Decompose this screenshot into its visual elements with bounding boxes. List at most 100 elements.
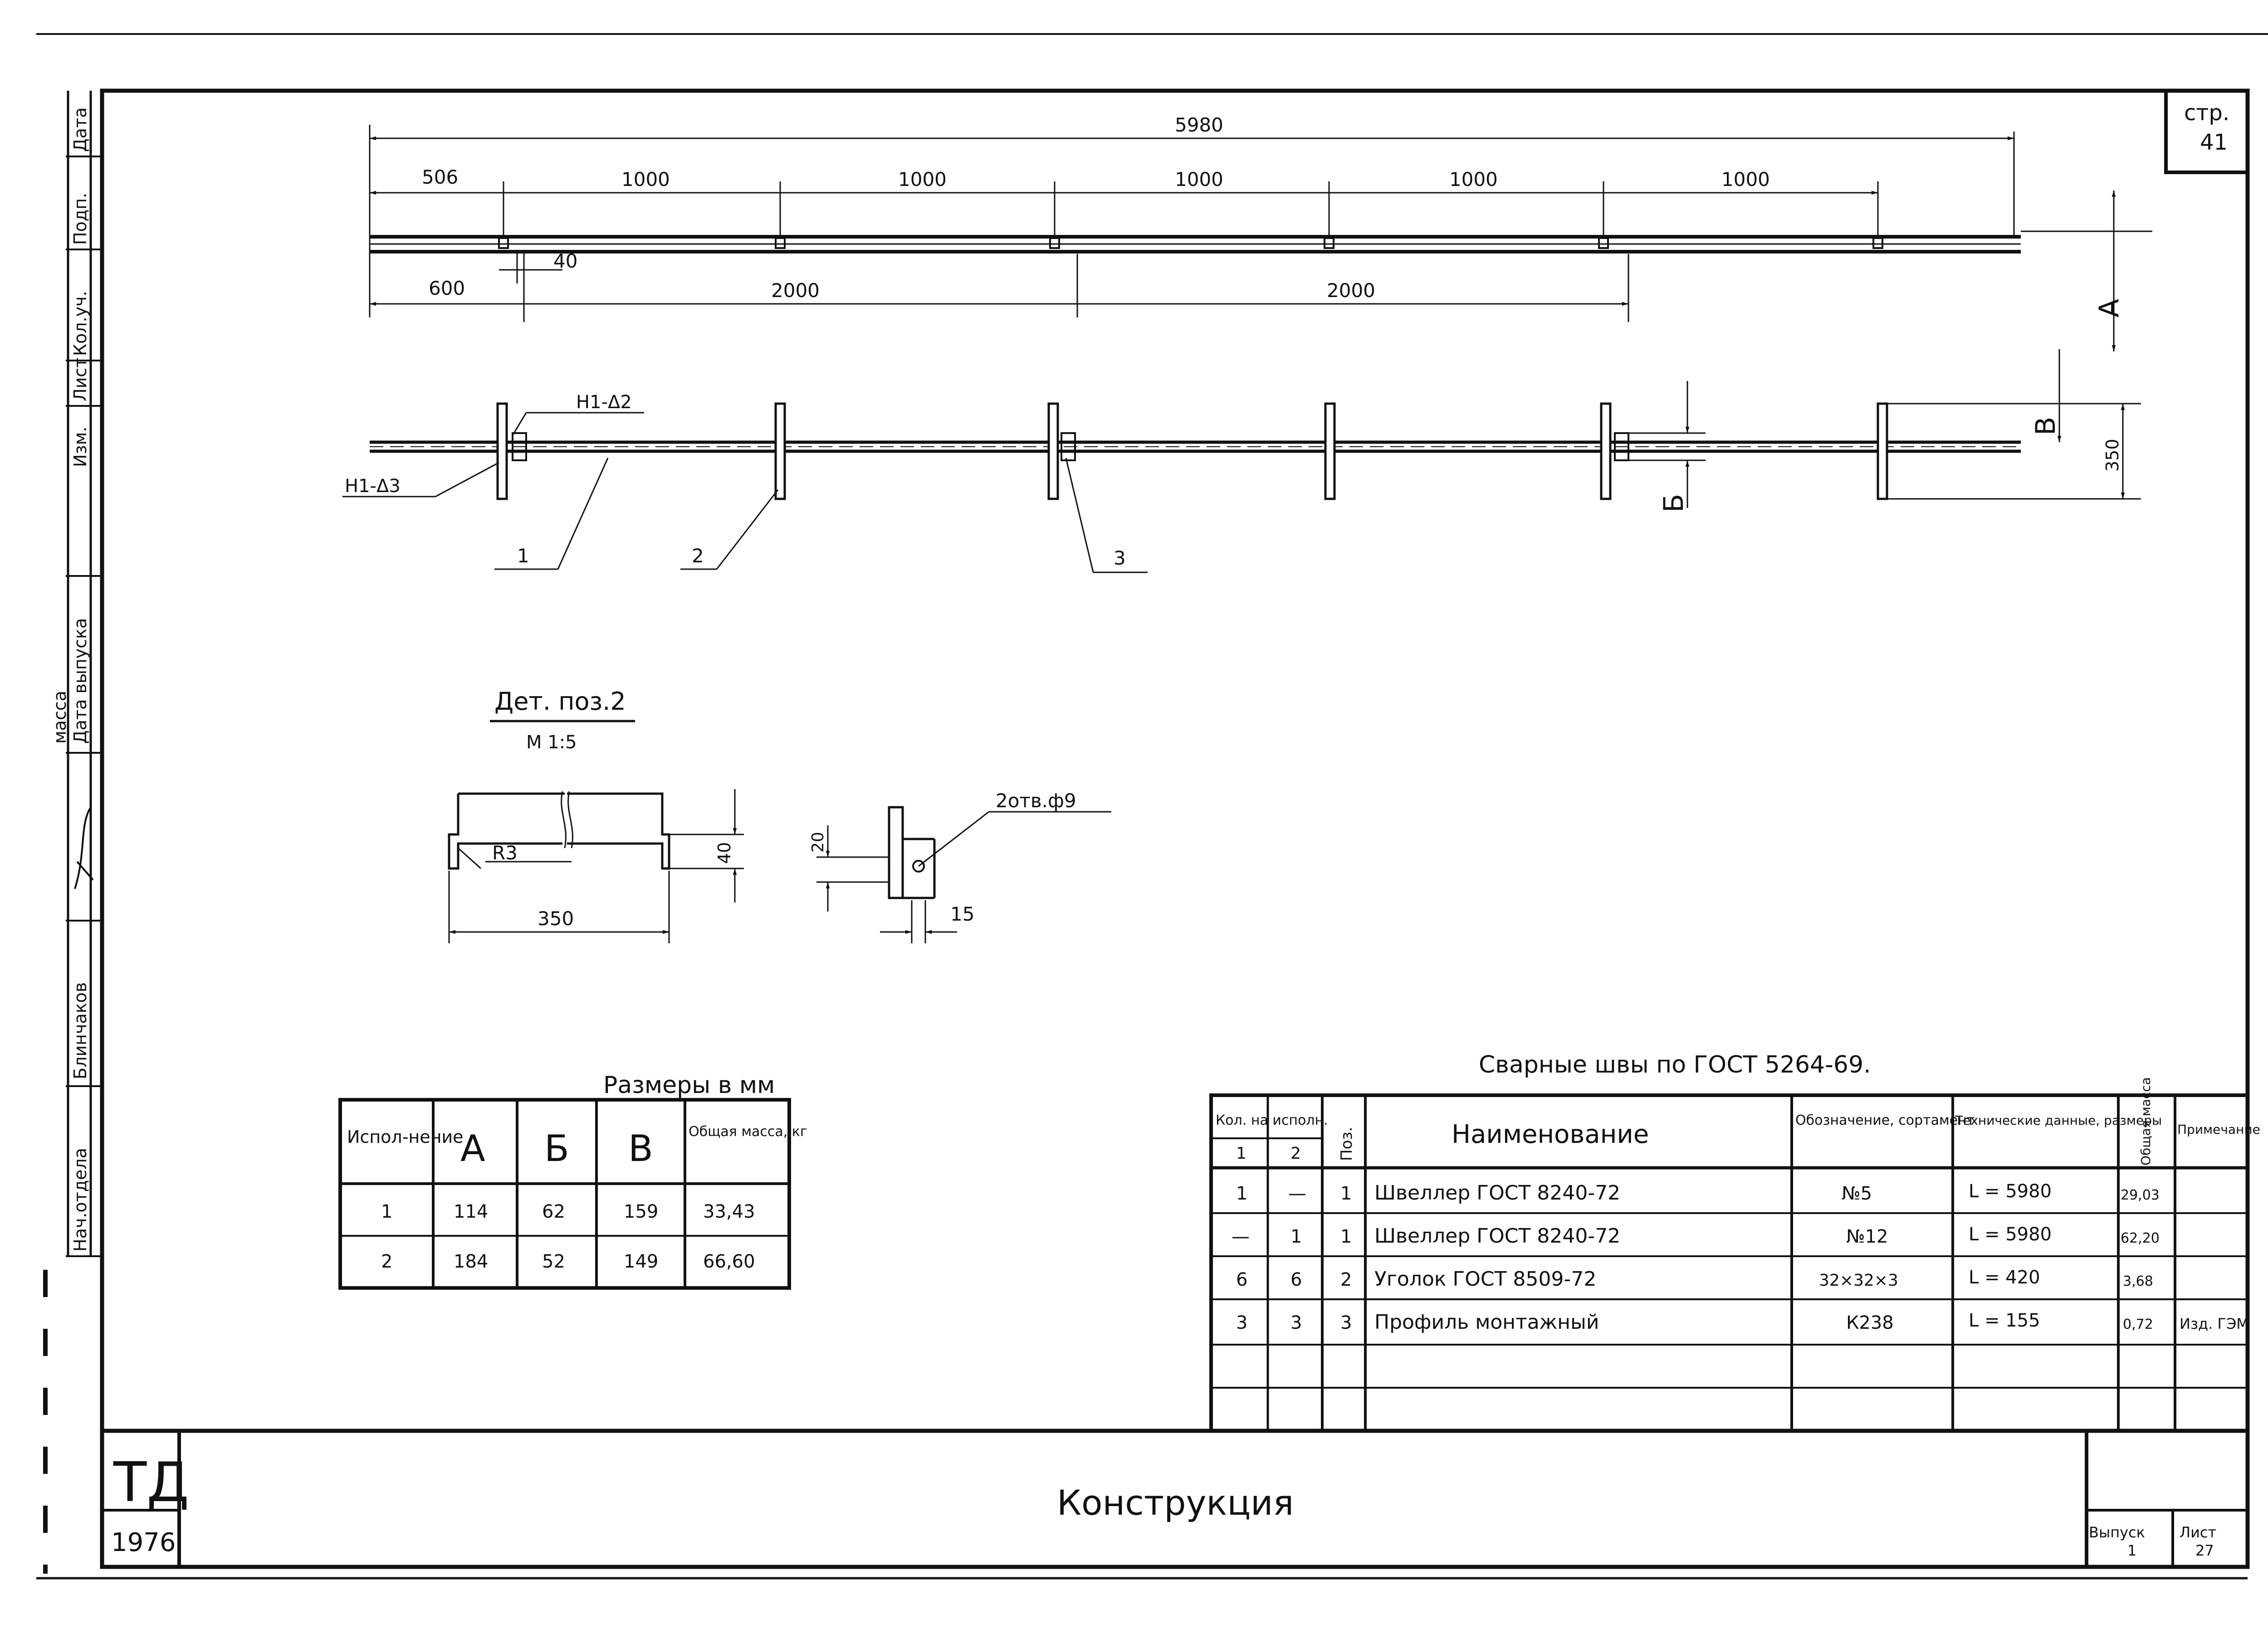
- stamp-label-author: Блинчаков: [70, 982, 90, 1079]
- dim-lower-0: 600: [429, 277, 465, 299]
- sizes-cell: 2: [381, 1251, 392, 1272]
- spec-cell-name: Уголок ГОСТ 8509-72: [1374, 1268, 1596, 1291]
- spec-cell-q1: 1: [1236, 1183, 1247, 1204]
- stamp-label-mass: масса: [50, 691, 70, 744]
- issue-label: Выпуск: [2089, 1524, 2145, 1541]
- dim-overall: 5980: [1175, 114, 1223, 136]
- dim-seg-0: 506: [422, 166, 458, 188]
- spec-header-qty-1: 1: [1236, 1144, 1246, 1163]
- sizes-cell: 149: [624, 1251, 658, 1272]
- stamp-label-sign: Подп.: [70, 193, 90, 245]
- spec-cell-name: Швеллер ГОСТ 8240-72: [1374, 1224, 1620, 1248]
- spec-row-2: 6 6 2 Уголок ГОСТ 8509-72 32×32×3 L = 42…: [1236, 1267, 2153, 1291]
- side-label-v: В: [2030, 417, 2062, 435]
- stamp-label-release-date: Дата выпуска: [70, 618, 90, 744]
- detail-radius: R3: [492, 842, 518, 864]
- spec-cell-pos: 3: [1340, 1312, 1352, 1333]
- spec-header-qty: Кол. на исполн.: [1216, 1112, 1328, 1128]
- title-block: ТД 1976 Конструкция Выпуск 1 Лист 27: [102, 1429, 2248, 1567]
- spec-table-caption: Сварные швы по ГОСТ 5264-69.: [1479, 1051, 1871, 1078]
- angle-brackets: [496, 402, 1888, 500]
- dim-seg-5: 1000: [1721, 168, 1770, 190]
- spec-row-0: 1 — 1 Швеллер ГОСТ 8240-72 №5 L = 5980 2…: [1236, 1181, 2160, 1205]
- detail-hole-dim: 15: [950, 903, 974, 925]
- dim-seg-4: 1000: [1449, 168, 1498, 190]
- spec-cell-des: №5: [1842, 1183, 1872, 1204]
- spec-header-mass: Общая масса: [2138, 1077, 2153, 1166]
- beam-front-view: В Б 350 Н1-Δ2 Н1-Δ3 1 2 3: [342, 349, 2141, 573]
- dim-offset: 40: [553, 250, 577, 272]
- sizes-cell: 66,60: [703, 1251, 755, 1272]
- weld-label-h1-d3: Н1-Δ3: [345, 476, 401, 497]
- spec-cell-q1: —: [1232, 1226, 1250, 1247]
- spec-header-designation: Обозначение, сортамент: [1795, 1112, 1975, 1128]
- spec-cell-name: Швеллер ГОСТ 8240-72: [1374, 1181, 1620, 1205]
- detail-scale: М 1:5: [526, 732, 577, 753]
- sizes-row-0: 1 114 62 159 33,43: [381, 1201, 755, 1222]
- spec-cell-q1: 6: [1236, 1269, 1247, 1290]
- sizes-cell: 159: [624, 1201, 658, 1222]
- stamp-label-sheet: Лист: [70, 358, 90, 401]
- spec-cell-mass: 29,03: [2121, 1187, 2160, 1203]
- mounting-profiles: [512, 432, 1629, 461]
- sizes-header-2: Б: [544, 1127, 569, 1170]
- detail-holes: 2отв.ф9: [996, 790, 1076, 812]
- position-label-3: 3: [1114, 547, 1126, 569]
- spec-cell-q2: 1: [1290, 1226, 1302, 1247]
- detail-title: Дет. поз.2: [494, 687, 626, 716]
- spec-cell-des: №12: [1846, 1226, 1888, 1247]
- position-label-2: 2: [692, 545, 704, 567]
- title-code: ТД: [113, 1451, 189, 1514]
- frame-border: [100, 88, 2250, 1569]
- sizes-row-1: 2 184 52 149 66,60: [381, 1251, 755, 1272]
- sizes-table: Размеры в мм Испол-нение А Б В Общая мас…: [338, 1072, 807, 1290]
- spec-cell-tech: L = 5980: [1969, 1181, 2052, 1202]
- spec-cell-name: Профиль монтажный: [1374, 1311, 1599, 1334]
- spec-table: Сварные швы по ГОСТ 5264-69. Кол. на исп…: [1209, 1051, 2260, 1433]
- sizes-cell: 33,43: [703, 1201, 755, 1222]
- spec-cell-tech: L = 155: [1969, 1310, 2040, 1331]
- spec-cell-note: Изд. ГЭМ: [2180, 1315, 2249, 1332]
- spec-cell-pos: 1: [1340, 1226, 1352, 1247]
- dim-seg-1: 1000: [621, 168, 670, 190]
- stamp-label-head: Нач.отдела: [70, 1148, 90, 1252]
- bracket-marks: [498, 237, 1883, 249]
- sizes-cell: 62: [542, 1201, 565, 1222]
- spec-cell-mass: 0,72: [2123, 1317, 2153, 1332]
- signature: [74, 806, 94, 889]
- detail-hole-offset: 20: [809, 832, 827, 853]
- dim-seg-3: 1000: [1175, 168, 1223, 190]
- title-year: 1976: [111, 1528, 176, 1557]
- dim-lower-1: 2000: [771, 279, 820, 302]
- side-stamp: Дата Подп. Кол.уч. Лист Изм. Дата выпуск…: [43, 91, 102, 1574]
- spec-cell-pos: 2: [1340, 1269, 1352, 1290]
- sizes-cell: 52: [542, 1251, 565, 1272]
- sizes-cell: 184: [454, 1251, 488, 1272]
- issue-value: 1: [2127, 1542, 2136, 1559]
- spec-row-3: 3 3 3 Профиль монтажный К238 L = 155 0,7…: [1236, 1310, 2249, 1334]
- spec-header-tech: Технические данные, размеры: [1955, 1113, 2162, 1128]
- page-number-box: стр. 41: [2164, 89, 2249, 174]
- spec-cell-des: К238: [1846, 1312, 1894, 1333]
- spec-header-pos: Поз.: [1338, 1127, 1356, 1161]
- detail-width: 350: [538, 907, 574, 930]
- beam-top-view: 5980 506 1000 1000 1000 1000 1000 600 20…: [369, 114, 2152, 351]
- spec-header-note: Примечание: [2177, 1122, 2260, 1137]
- sizes-header-3: В: [628, 1127, 653, 1170]
- sizes-table-caption: Размеры в мм: [603, 1072, 775, 1099]
- spec-cell-pos: 1: [1340, 1183, 1352, 1204]
- side-label-b: Б: [1658, 494, 1690, 512]
- dim-seg-2: 1000: [898, 168, 947, 190]
- sheet-label: Лист: [2180, 1524, 2216, 1541]
- spec-cell-tech: L = 420: [1969, 1267, 2040, 1288]
- sizes-header-1: А: [460, 1127, 485, 1170]
- spec-cell-q2: —: [1288, 1183, 1306, 1204]
- sizes-header-4: Общая масса, кг: [689, 1124, 807, 1140]
- side-label-a: A: [2093, 299, 2125, 317]
- spec-cell-mass: 3,68: [2123, 1273, 2153, 1289]
- spec-cell-q1: 3: [1236, 1312, 1247, 1333]
- dim-350-vertical: 350: [2102, 439, 2122, 472]
- stamp-label-qty: Кол.уч.: [70, 291, 90, 356]
- detail-height: 40: [714, 842, 734, 864]
